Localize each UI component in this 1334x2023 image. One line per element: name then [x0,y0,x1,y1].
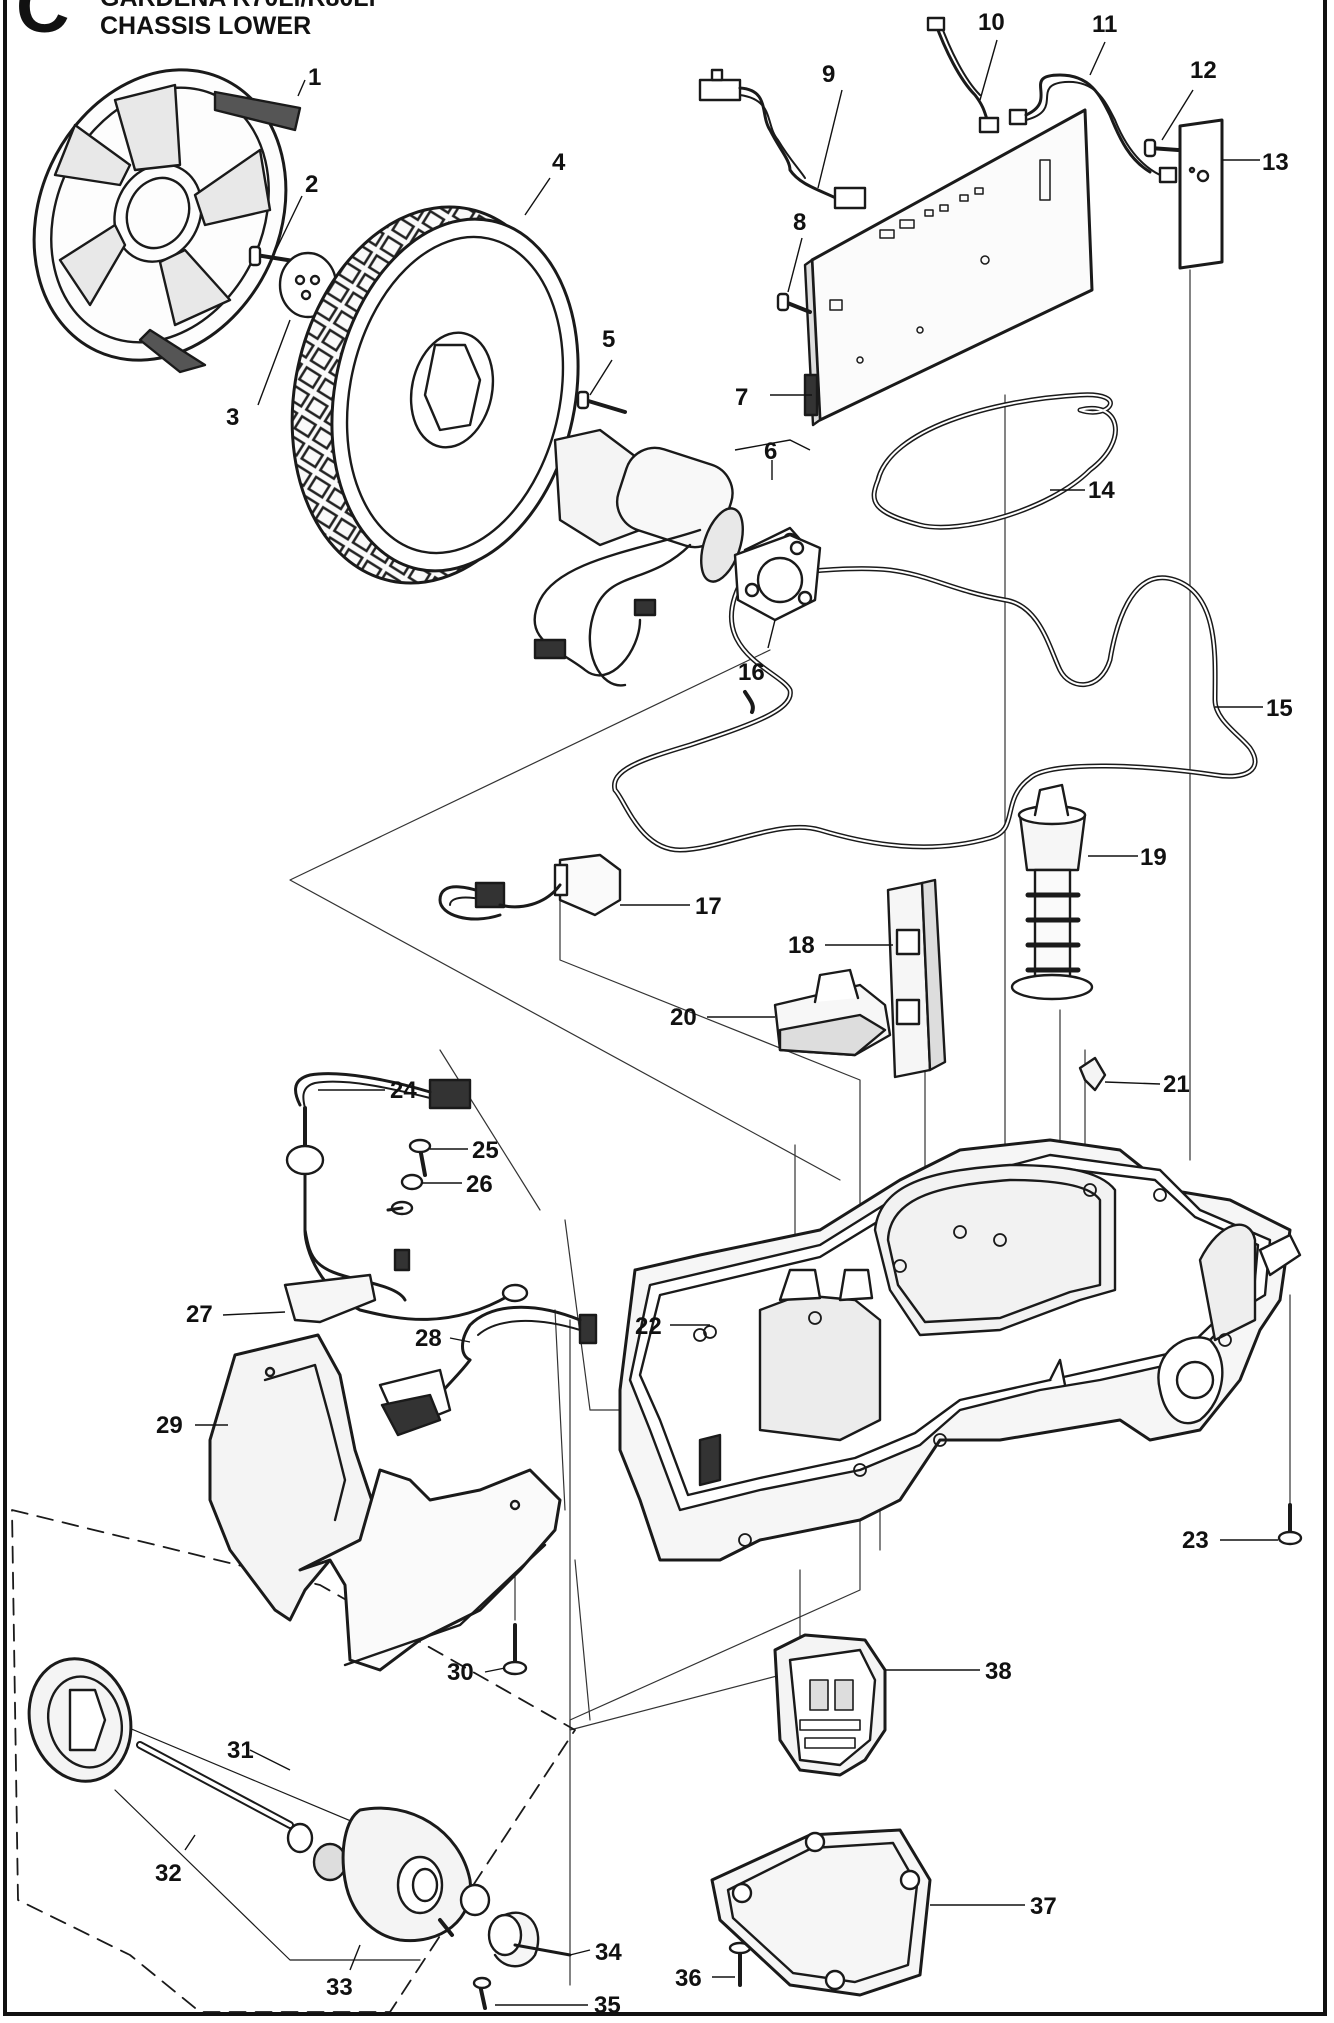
cable-part-9 [698,68,867,210]
callout-14: 14 [1088,477,1115,504]
callout-7: 7 [735,384,748,411]
screw-part-12 [1143,138,1180,158]
callout-12: 12 [1190,57,1217,84]
callout-26: 26 [466,1171,493,1198]
screw-part-8 [776,292,812,314]
callout-17: 17 [695,893,722,920]
lower-chassis-part-22 [618,1138,1302,1562]
callout-28: 28 [415,1325,442,1352]
callout-24: 24 [390,1077,417,1104]
callout-13: 13 [1262,149,1289,176]
callout-34: 34 [595,1939,622,1966]
shaft-part-31 [27,1657,314,1854]
callout-4: 4 [552,149,566,176]
holder-part-20 [773,968,892,1057]
callout-16: 16 [738,659,765,686]
callout-15: 15 [1266,695,1293,722]
wheel-motor-part [533,428,807,687]
connector-bracket-part-17 [438,853,622,921]
callout-8: 8 [793,209,806,236]
callout-6: 6 [764,438,777,465]
callout-21: 21 [1163,1071,1190,1098]
callout-29: 29 [156,1412,183,1439]
callout-1: 1 [308,64,321,91]
callout-38: 38 [985,1658,1012,1685]
drive-wheel-part [290,205,580,585]
knob-part-34 [459,1883,572,1968]
bracket-part-18 [886,878,947,1079]
screw-part-23 [1277,1503,1303,1546]
battery-part-38 [773,1633,887,1777]
wheel-cover-part [32,68,302,374]
cover-plate-part-27 [283,1273,377,1324]
circuit-board-part [803,108,1094,427]
cable-part-10 [926,16,1000,134]
callout-22: 22 [635,1313,662,1340]
callout-19: 19 [1140,844,1167,871]
callout-35: 35 [594,1992,621,2019]
callout-9: 9 [822,61,835,88]
gasket-part-16 [733,533,822,622]
title-line-1: GARDENA R70Li/R80Li [100,0,376,12]
callout-18: 18 [788,932,815,959]
callout-25: 25 [472,1137,499,1164]
callout-31: 31 [227,1737,254,1764]
battery-cover-part-37 [710,1828,932,1997]
callout-2: 2 [305,171,318,198]
screw-part-25 [408,1138,432,1177]
front-cover-part-29 [208,1333,562,1672]
diagram-title: GARDENA R70Li/R80Li CHASSIS LOWER [100,0,376,40]
screw-part-35 [472,1976,492,2010]
callout-37: 37 [1030,1893,1057,1920]
seal-loop-part-14 [871,392,1118,530]
small-board-part-13 [1178,118,1224,270]
diagram-frame [3,0,1327,2016]
housing-part-33 [312,1806,472,1943]
screw-part-30 [502,1623,528,1676]
title-line-2: CHASSIS LOWER [100,12,312,40]
washer-part-26 [400,1173,424,1191]
chassis-seal-part-15 [612,566,1258,853]
section-letter: C [16,0,70,48]
charge-cable-part-24 [285,1072,529,1321]
clip-part-21 [1078,1056,1107,1092]
screw-part-36 [728,1941,752,1987]
callout-5: 5 [602,326,615,353]
callout-23: 23 [1182,1527,1209,1554]
callout-11: 11 [1092,11,1117,38]
callout-32: 32 [155,1860,182,1887]
leader-lines [184,39,1278,2006]
cable-part-11 [1008,73,1178,184]
sensor-holder-part-19 [1010,783,1094,1001]
callout-33: 33 [326,1974,353,2001]
callout-10: 10 [978,9,1005,36]
callout-3: 3 [226,404,239,431]
callout-36: 36 [675,1965,702,1992]
switch-cable-part-28 [378,1305,598,1437]
callout-numbers: 1 2 3 4 5 6 7 8 9 10 11 12 13 14 15 16 1… [155,9,1293,2019]
callout-27: 27 [186,1301,213,1328]
callout-20: 20 [670,1004,697,1031]
screw-part-5 [576,390,627,414]
callout-30: 30 [447,1659,474,1686]
